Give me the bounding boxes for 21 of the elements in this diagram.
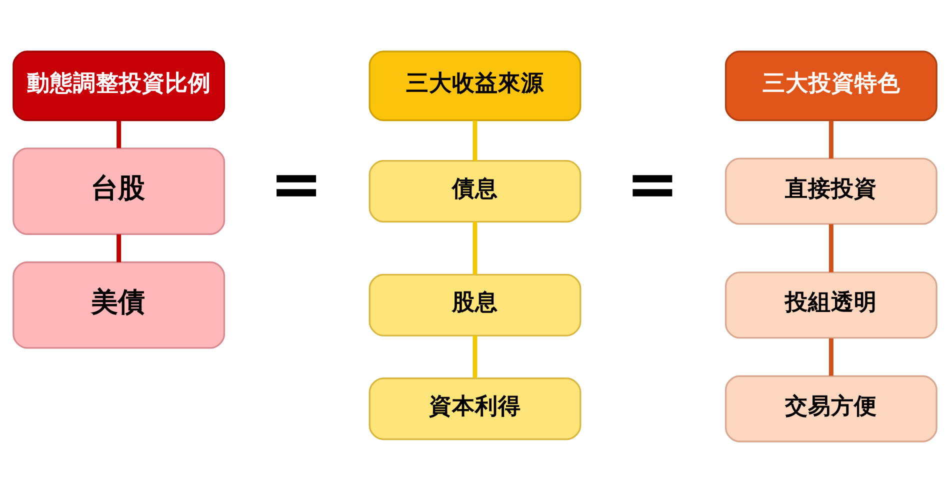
label: = — [270, 146, 323, 220]
node-box: 三大投資特色 — [724, 50, 938, 121]
connector — [828, 338, 834, 376]
node-box: 交易方便 — [724, 374, 938, 442]
node-box: 直接投資 — [724, 157, 938, 224]
connector — [472, 335, 478, 378]
node-box: 債息 — [368, 160, 582, 222]
node-box: 資本利得 — [368, 377, 582, 440]
node-box: 台股 — [12, 147, 226, 234]
connector — [828, 120, 834, 158]
node-box: 投組透明 — [724, 271, 938, 338]
connector — [472, 120, 478, 160]
connector — [116, 120, 122, 148]
node-box: 股息 — [368, 273, 582, 336]
node-box: 三大收益來源 — [368, 50, 582, 121]
node-box: 美債 — [12, 260, 226, 348]
node-box: 動態調整投資比例 — [12, 50, 226, 121]
connector — [828, 224, 834, 272]
connector — [472, 221, 478, 274]
label: = — [626, 146, 679, 220]
connector — [116, 234, 122, 262]
